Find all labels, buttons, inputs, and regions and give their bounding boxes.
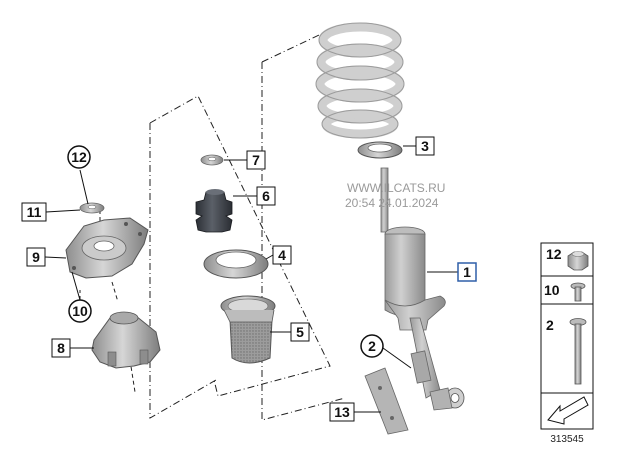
- coil-spring-outline: [315, 22, 405, 139]
- svg-text:1: 1: [463, 264, 471, 280]
- callout-1[interactable]: 1: [457, 262, 477, 282]
- svg-text:20:54 24.01.2024: 20:54 24.01.2024: [345, 196, 439, 210]
- legend-label-2: 2: [546, 317, 554, 333]
- callout-8[interactable]: 8: [51, 338, 71, 358]
- svg-text:3: 3: [421, 138, 429, 154]
- callout-6[interactable]: 6: [256, 186, 276, 206]
- legend-label-10: 10: [544, 282, 560, 298]
- callout-3[interactable]: 3: [415, 136, 435, 156]
- short-bolt-icon: [570, 282, 586, 302]
- callout-7[interactable]: 7: [246, 150, 266, 170]
- svg-text:6: 6: [262, 188, 270, 204]
- bump-stop: [195, 189, 233, 233]
- callout-5[interactable]: 5: [290, 322, 310, 342]
- callout-9[interactable]: 9: [26, 247, 46, 267]
- legend-panel: 12 10 2: [540, 242, 594, 430]
- lower-mount: [91, 311, 161, 369]
- coil-spring: [315, 22, 405, 139]
- svg-text:4: 4: [278, 247, 286, 263]
- leader-lines: [44, 145, 458, 413]
- arrow-icon: [547, 396, 589, 425]
- legend-label-12: 12: [546, 246, 562, 262]
- watermark: WWW.ILCATS.RU 20:54 24.01.2024: [345, 181, 445, 210]
- callout-2[interactable]: 2: [360, 334, 384, 358]
- spring-pad: [357, 141, 403, 159]
- callout-10[interactable]: 10: [68, 299, 92, 323]
- svg-text:5: 5: [296, 324, 304, 340]
- svg-text:12: 12: [71, 149, 87, 165]
- support-ring: [203, 249, 269, 279]
- exploded-frame-left: [149, 95, 331, 419]
- callout-11[interactable]: 11: [21, 202, 47, 222]
- callout-13[interactable]: 13: [329, 402, 355, 422]
- svg-text:WWW.ILCATS.RU: WWW.ILCATS.RU: [347, 181, 445, 195]
- callout-4[interactable]: 4: [272, 245, 292, 265]
- svg-text:13: 13: [334, 404, 350, 420]
- svg-text:10: 10: [72, 303, 88, 319]
- protective-tube: [220, 295, 276, 364]
- svg-text:11: 11: [27, 204, 42, 220]
- callout-12[interactable]: 12: [67, 145, 91, 169]
- washer-small: [200, 154, 224, 166]
- svg-text:2: 2: [368, 338, 376, 354]
- long-bolt-icon: [569, 318, 587, 385]
- washer-11: [79, 202, 105, 214]
- bracket-plate: [364, 367, 409, 435]
- shock-absorber: [380, 167, 465, 411]
- strut-mount: [65, 217, 149, 279]
- exploded-frame-right: [261, 25, 346, 421]
- svg-text:9: 9: [32, 249, 40, 265]
- svg-text:8: 8: [57, 340, 65, 356]
- diagram-id: 313545: [550, 434, 584, 445]
- nut-icon: [567, 251, 589, 271]
- svg-text:7: 7: [252, 152, 260, 168]
